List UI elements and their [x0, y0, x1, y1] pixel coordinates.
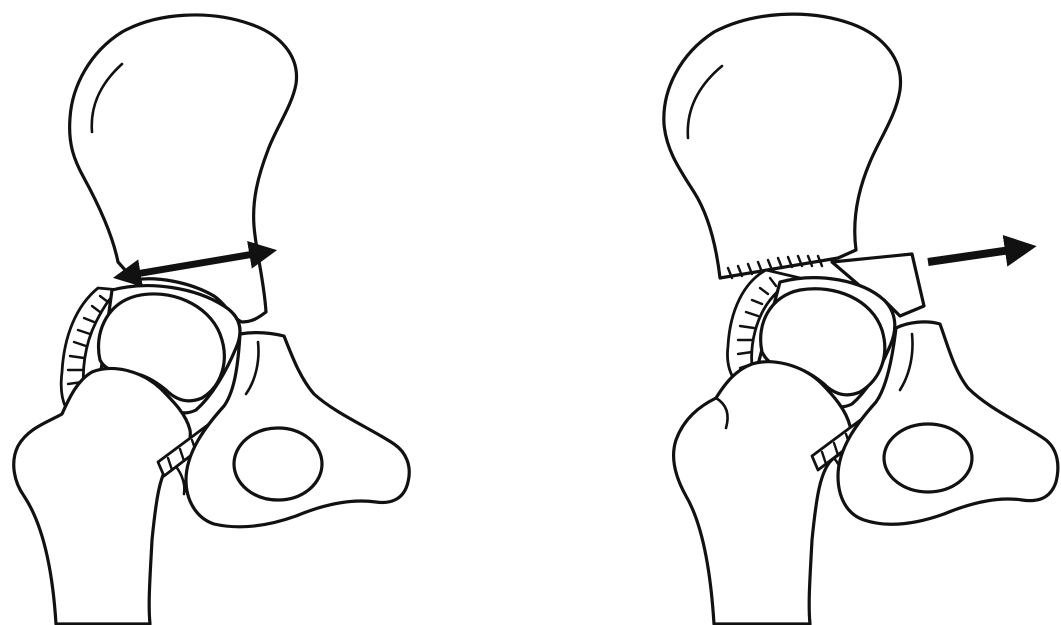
- left-femur: [14, 369, 191, 624]
- right-femur: [674, 362, 851, 624]
- left-ilium: [70, 15, 297, 322]
- right-arrow: [928, 248, 1024, 262]
- left-obturator-foramen: [234, 428, 322, 500]
- right-ilium: [664, 14, 901, 278]
- left-panel: [14, 15, 409, 624]
- right-obturator-foramen: [884, 424, 972, 492]
- right-panel: [664, 14, 1058, 624]
